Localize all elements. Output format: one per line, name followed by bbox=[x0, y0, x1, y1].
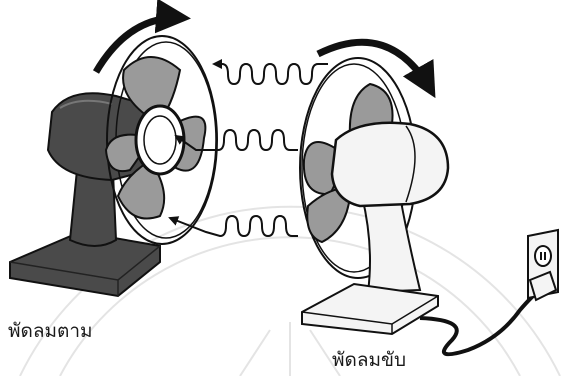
driver-fan bbox=[300, 42, 448, 334]
follower-fan bbox=[10, 18, 217, 296]
air-wave-icon bbox=[214, 64, 328, 84]
follower-fan-label: พัดลมตาม bbox=[8, 316, 93, 346]
driver-motor bbox=[332, 123, 448, 206]
air-wave-icon bbox=[170, 216, 298, 236]
driver-fan-label: พัดลมขับ bbox=[332, 345, 406, 375]
